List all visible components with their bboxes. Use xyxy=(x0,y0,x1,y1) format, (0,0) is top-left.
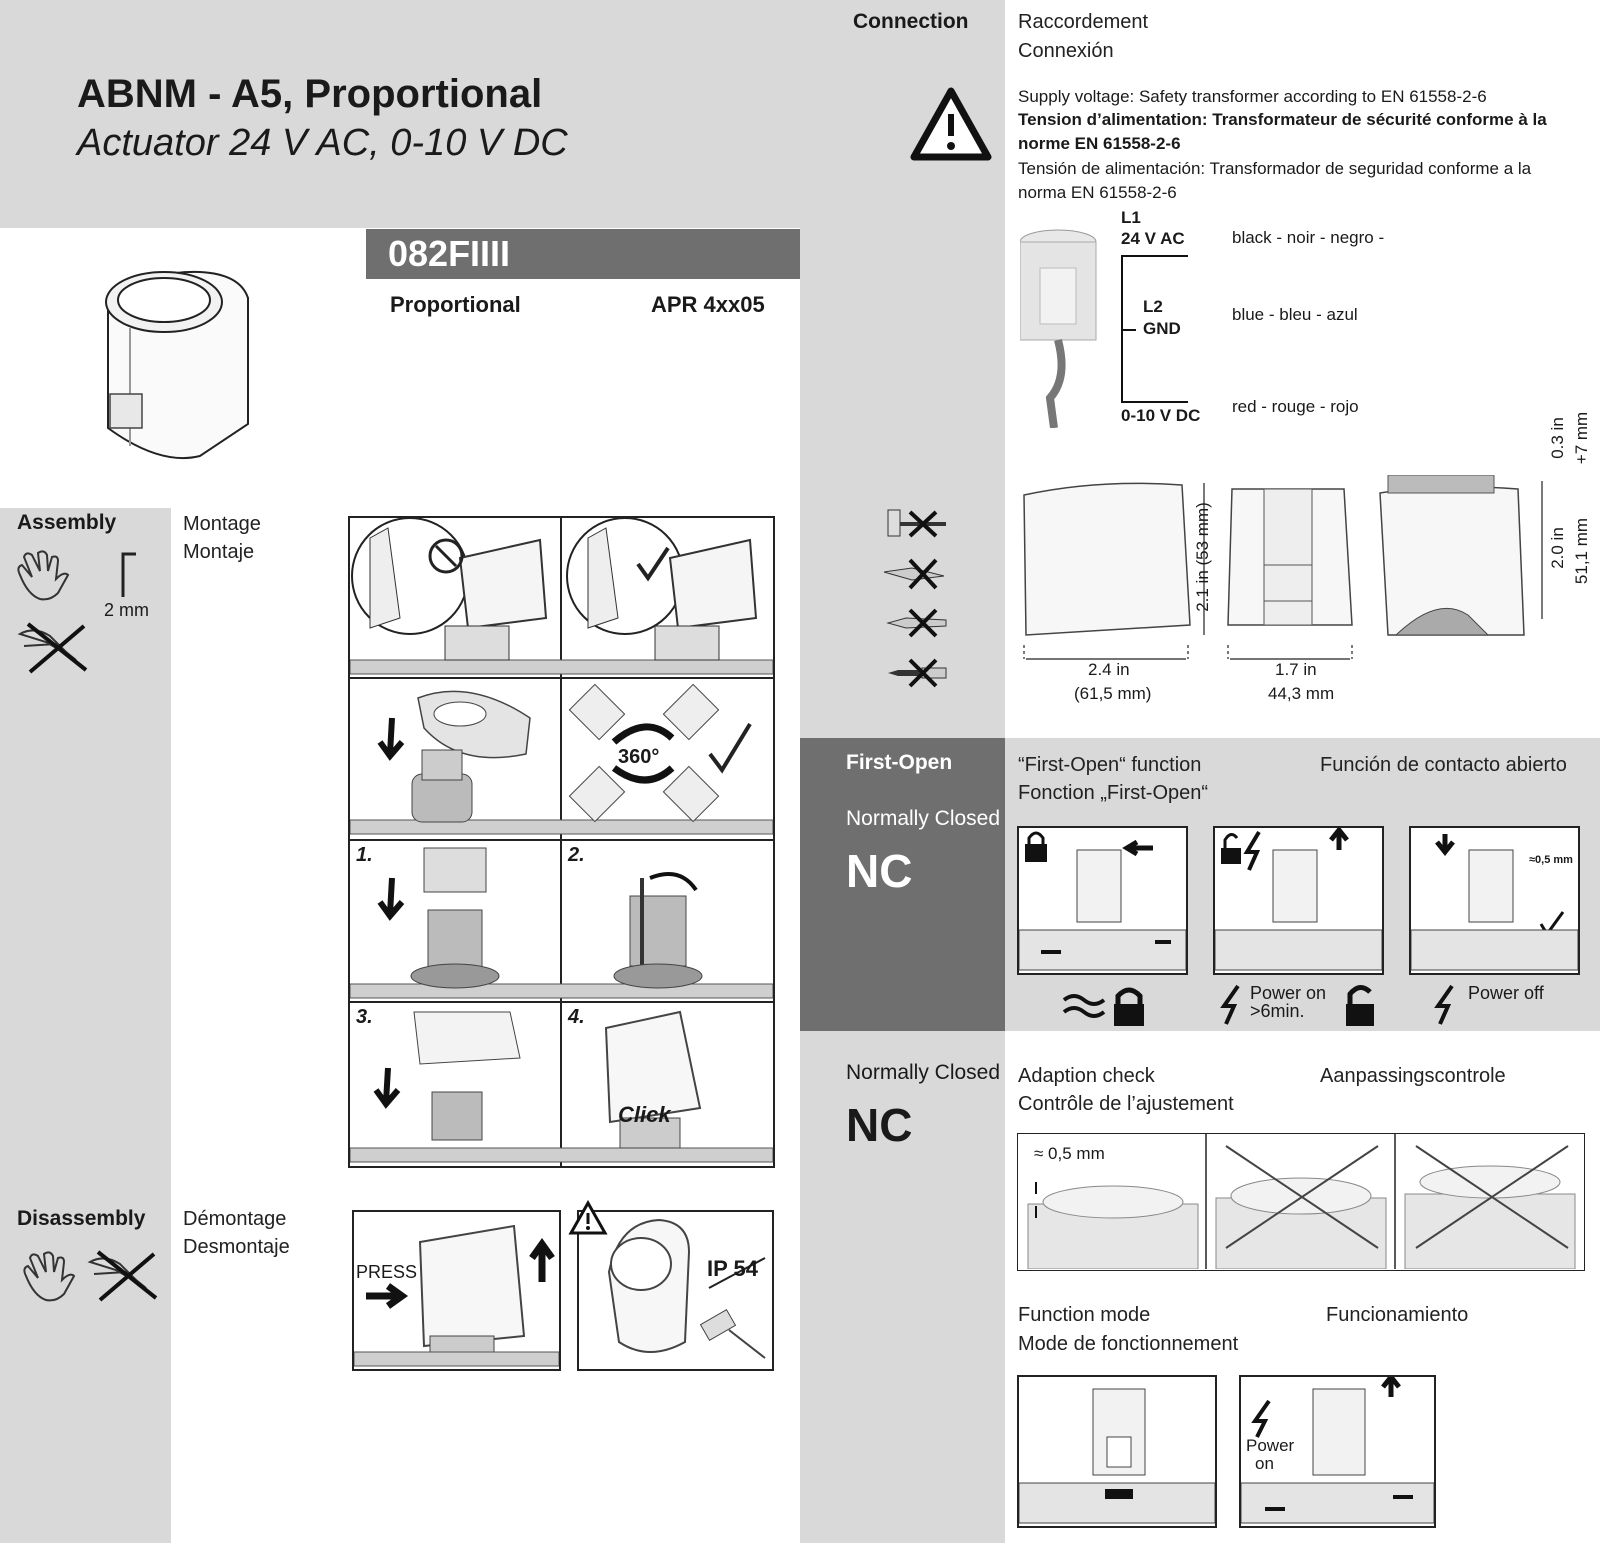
click-label: Click xyxy=(618,1102,671,1127)
wire-color-l2: blue - bleu - azul xyxy=(1232,305,1358,324)
step-3-number: 3. xyxy=(356,1006,373,1028)
adaption-offset-label: ≈ 0,5 mm xyxy=(1034,1144,1105,1163)
product-model: APR 4xx05 xyxy=(651,292,765,317)
power-on-label: Power on xyxy=(1250,983,1327,1003)
no-pliers-icon xyxy=(16,620,92,676)
power-off-label: Power off xyxy=(1468,983,1544,1003)
wire-terminal-l2: L2 xyxy=(1143,297,1163,316)
press-label: PRESS xyxy=(356,1262,418,1282)
first-open-panel-power-on xyxy=(1213,826,1384,975)
first-open-nc: NC xyxy=(846,845,913,897)
first-open-mode: Normally Closed xyxy=(846,807,1001,830)
dim-width-in: 2.4 in xyxy=(1088,660,1130,679)
disassembly-label-fr: Démontage xyxy=(183,1208,287,1230)
assembly-label-es: Montaje xyxy=(183,541,255,563)
wire-terminal-l1: L1 xyxy=(1121,208,1141,227)
dim-depth-mm: 44,3 mm xyxy=(1268,684,1335,703)
adaption-label-en: Adaption check xyxy=(1018,1065,1155,1087)
adaption-label-nl: Aanpassingscontrole xyxy=(1320,1065,1506,1087)
dim-depth-in: 1.7 in xyxy=(1275,660,1317,679)
no-pliers-icon xyxy=(86,1248,162,1304)
dim-height2-mm: 51,1 mm xyxy=(1572,517,1591,585)
lightning-icon xyxy=(1434,984,1460,1026)
adaption-illustrations: ≈ 0,5 mm xyxy=(1017,1133,1585,1271)
dim-height: 2.1 in (53 mm) xyxy=(1193,502,1212,612)
function-on-label: on xyxy=(1255,1454,1274,1473)
adaption-sidebar-background xyxy=(800,1031,1005,1543)
actuator-product-image xyxy=(100,268,260,468)
connection-heading: Connection xyxy=(853,10,969,33)
first-open-panel-power-off: ≈0,5 mm xyxy=(1409,826,1580,975)
function-mode-label-fr: Mode de fonctionnement xyxy=(1018,1333,1239,1355)
rotation-label: 360° xyxy=(618,746,660,768)
assembly-gap-text: 2 mm xyxy=(104,600,149,620)
wire-label-signal: 0-10 V DC xyxy=(1121,406,1201,425)
header-background xyxy=(0,0,800,228)
function-mode-label-en: Function mode xyxy=(1018,1304,1151,1326)
function-mode-label-es: Funcionamiento xyxy=(1326,1304,1469,1326)
warning-icon xyxy=(908,86,994,162)
assembly-label-fr: Montage xyxy=(183,513,261,535)
disassembly-ip-panel: IP 54 xyxy=(577,1210,774,1371)
product-code: 082FIIII xyxy=(388,233,511,274)
wave-lock-icon xyxy=(1062,984,1152,1028)
disassembly-press-panel: PRESS xyxy=(352,1210,561,1371)
connection-label-es: Connexión xyxy=(1018,40,1114,62)
supply-text-fr: Tension d’alimentation: Transformateur d… xyxy=(1018,110,1547,153)
page-subtitle: Actuator 24 V AC, 0-10 V DC xyxy=(77,122,568,164)
ip-rating-label: IP 54 xyxy=(707,1256,758,1281)
first-open-panel-locked xyxy=(1017,826,1188,975)
dim-extra-in: 0.3 in xyxy=(1548,417,1567,459)
wired-actuator-image xyxy=(1020,228,1100,428)
power-on-time: >6min. xyxy=(1250,1001,1305,1021)
supply-text-en: Supply voltage: Safety transformer accor… xyxy=(1018,87,1487,106)
dimension-drawings xyxy=(1018,475,1600,715)
warning-icon xyxy=(568,1200,608,1236)
assembly-illustration-grid: 1. 2. 3. 4. 360° Click xyxy=(348,516,775,1168)
supply-text-es: Tensión de alimentación: Transformador d… xyxy=(1018,159,1532,202)
unlocked-icon xyxy=(1342,982,1378,1028)
disassembly-label-es: Desmontaje xyxy=(183,1236,290,1258)
page-title: ABNM - A5, Proportional xyxy=(77,72,543,116)
first-open-offset-label: ≈0,5 mm xyxy=(1529,854,1573,866)
adaption-nc: NC xyxy=(846,1099,913,1151)
no-pliers-icon xyxy=(882,556,952,592)
gap-bracket-icon xyxy=(120,551,136,597)
no-drill-icon xyxy=(886,606,950,640)
wire-color-l1: black - noir - negro - xyxy=(1232,228,1385,247)
first-open-label-es: Función de contacto abierto xyxy=(1320,754,1567,776)
assembly-heading: Assembly xyxy=(17,511,117,534)
first-open-label-fr: Fonction „First-Open“ xyxy=(1018,782,1209,804)
wire-label-l1: 24 V AC xyxy=(1121,229,1185,248)
product-type: Proportional xyxy=(390,292,521,317)
dim-height2-in: 2.0 in xyxy=(1548,527,1567,569)
dim-extra-mm: +7 mm xyxy=(1572,411,1591,465)
wire-label-l2: GND xyxy=(1143,319,1181,338)
step-1-number: 1. xyxy=(356,844,373,866)
first-open-label-en: “First-Open“ function xyxy=(1018,754,1202,776)
adaption-label-fr: Contrôle de l’ajustement xyxy=(1018,1093,1234,1115)
hand-icon xyxy=(20,1250,78,1302)
first-open-heading: First-Open xyxy=(846,751,953,774)
no-hammer-icon xyxy=(886,506,950,542)
function-mode-panel-open: Power on xyxy=(1239,1375,1436,1528)
hand-icon xyxy=(14,549,72,601)
assembly-sidebar-background xyxy=(0,508,171,1543)
adaption-mode: Normally Closed xyxy=(846,1061,1001,1084)
function-mode-panel-closed xyxy=(1017,1375,1217,1528)
product-code-bar: 082FIIII xyxy=(366,229,800,279)
wire-color-signal: red - rouge - rojo xyxy=(1232,397,1359,416)
wiring-bracket xyxy=(1120,254,1190,404)
connection-label-fr: Raccordement xyxy=(1018,11,1149,33)
disassembly-heading: Disassembly xyxy=(17,1207,146,1230)
lightning-icon xyxy=(1220,984,1246,1026)
dim-width-mm: (61,5 mm) xyxy=(1074,684,1152,703)
step-2-number: 2. xyxy=(568,844,585,866)
no-screwdriver-icon xyxy=(886,656,950,690)
first-open-sidebar-background xyxy=(800,738,1005,1031)
function-power-label: Power xyxy=(1246,1436,1295,1455)
step-4-number: 4. xyxy=(568,1006,585,1028)
